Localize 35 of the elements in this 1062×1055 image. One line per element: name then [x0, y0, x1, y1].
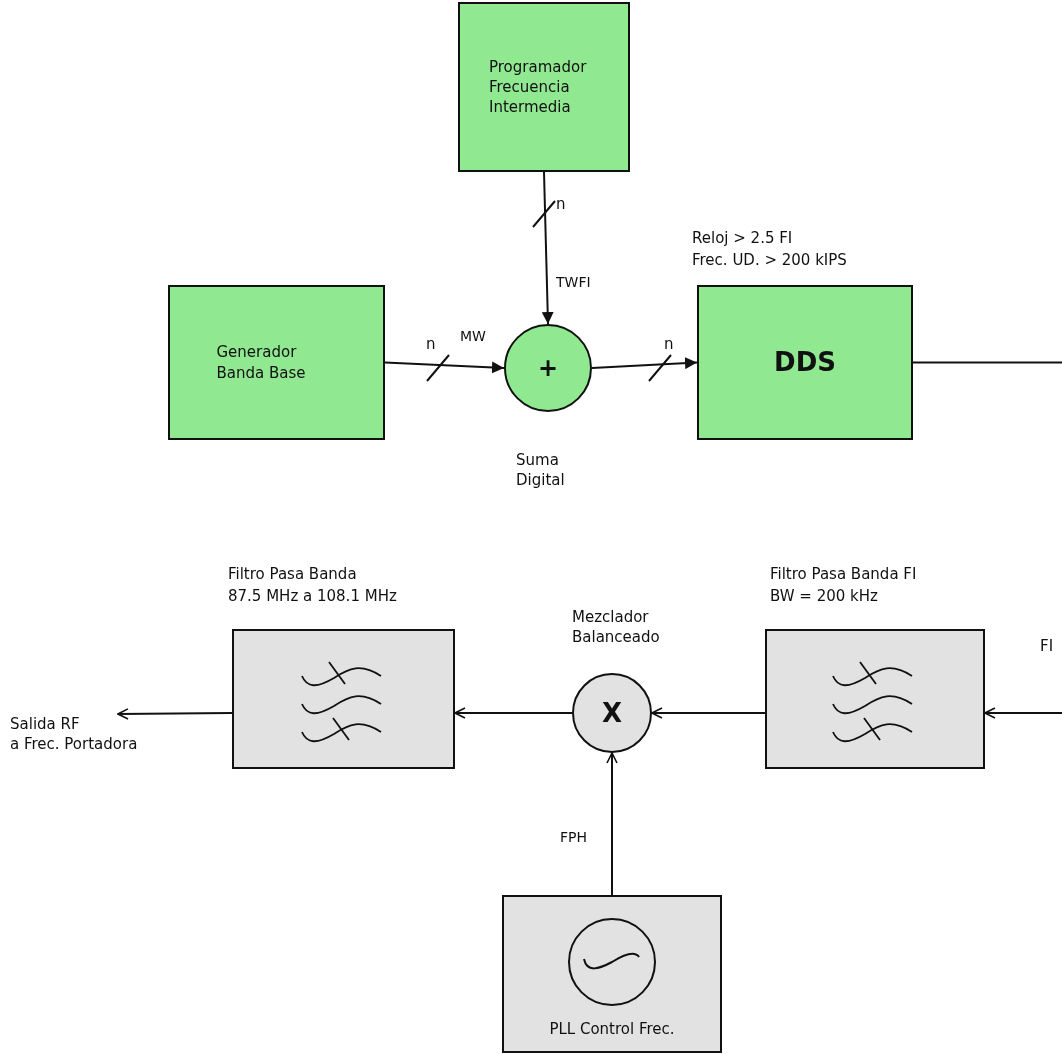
arrow — [541, 171, 554, 325]
process-box — [458, 2, 630, 172]
operator-symbol: + — [537, 356, 559, 380]
signal-label: FI — [1040, 636, 1054, 657]
block-caption: Filtro Pasa Banda FI — [770, 564, 917, 585]
arrow — [591, 357, 698, 370]
arrow — [606, 752, 618, 896]
arrow — [651, 707, 766, 719]
block-caption: Suma Digital — [516, 450, 566, 491]
connector-line — [912, 361, 1062, 364]
process-box — [168, 285, 385, 440]
block-caption: BW = 200 kHz — [770, 586, 878, 607]
process-box — [697, 285, 913, 440]
arrow — [454, 707, 573, 719]
block-caption: Reloj > 2.5 FI — [692, 228, 793, 249]
block-label: Programador Frecuencia Intermedia — [489, 56, 588, 118]
bus-width-label: n — [426, 334, 436, 355]
filter-block — [765, 629, 985, 769]
block-caption: Frec. UD. > 200 kIPS — [692, 250, 847, 271]
arrow — [117, 708, 233, 720]
oscillator-block — [502, 895, 722, 1053]
operator-symbol: X — [601, 700, 622, 726]
block-caption: Filtro Pasa Banda — [228, 564, 357, 585]
block-label: Salida RF — [10, 714, 80, 735]
arrow — [384, 361, 505, 374]
block-title: DDS — [774, 345, 836, 379]
block-caption: 87.5 MHz a 108.1 MHz — [228, 586, 397, 607]
bus-width-label: n — [664, 334, 674, 355]
block-label: a Frec. Portadora — [10, 734, 138, 755]
block-label: Generador Banda Base — [216, 342, 307, 383]
filter-block — [232, 629, 455, 769]
block-label: PLL Control Frec. — [549, 1018, 675, 1039]
block-caption: Mezclador Balanceado — [572, 607, 661, 648]
arrow — [984, 707, 1062, 719]
bus-width-label: n — [556, 194, 566, 215]
